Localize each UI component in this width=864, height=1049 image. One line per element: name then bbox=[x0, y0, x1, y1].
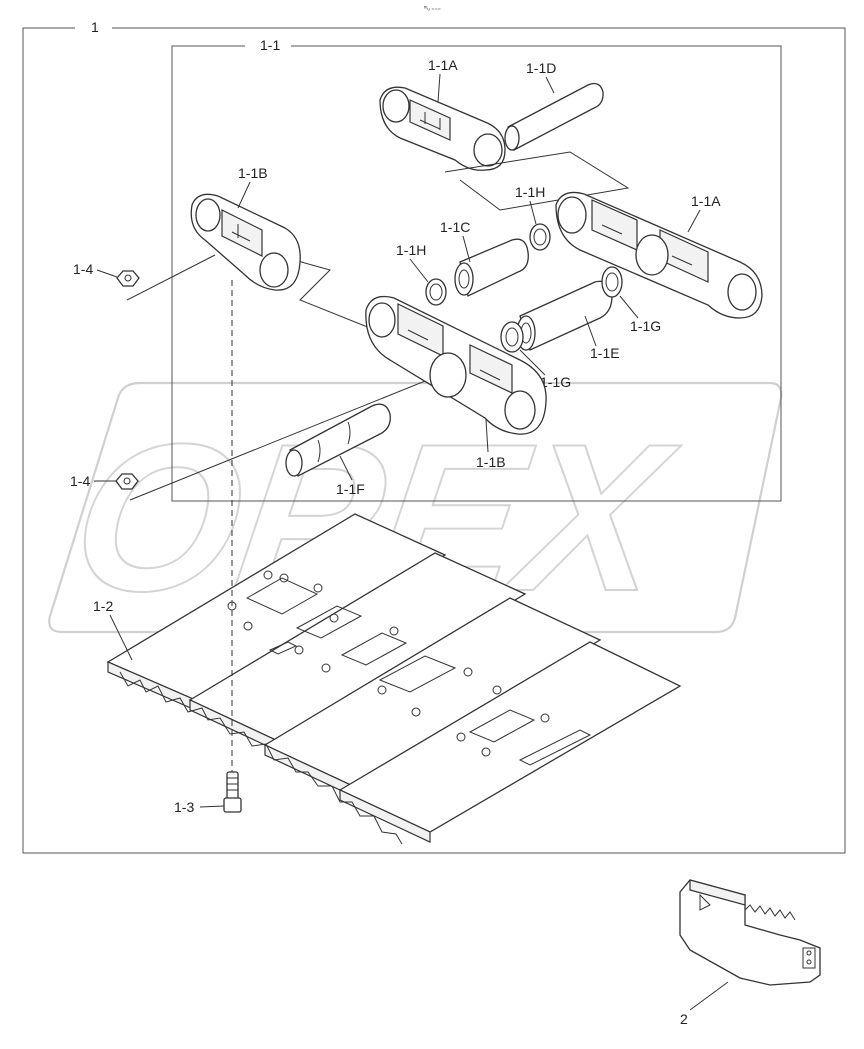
nut-1-4-bottom bbox=[115, 473, 139, 490]
leader-1-1D bbox=[545, 76, 555, 94]
seal-1-1G-right bbox=[601, 266, 623, 298]
label-1: 1 bbox=[91, 19, 99, 35]
leader-2 bbox=[689, 981, 729, 1011]
label-1-4-bottom: 1-4 bbox=[70, 473, 90, 489]
label-1-1H-right: 1-1H bbox=[515, 184, 545, 200]
track-guard-2 bbox=[679, 879, 821, 986]
bushing-1-1E bbox=[516, 280, 613, 351]
label-1-1F: 1-1F bbox=[336, 481, 365, 497]
label-1-1C: 1-1C bbox=[440, 219, 470, 235]
bushing-1-1C bbox=[454, 238, 529, 297]
leader-1-1B-left bbox=[237, 181, 251, 209]
pin-1-1F bbox=[285, 403, 391, 477]
link-1-1A-top bbox=[379, 86, 506, 171]
pin-1-1D bbox=[504, 82, 604, 151]
bolt-1-3 bbox=[223, 771, 242, 813]
leader-1-2 bbox=[109, 614, 133, 661]
assembly-frame-1-1 bbox=[171, 45, 782, 502]
label-1-1E: 1-1E bbox=[590, 345, 620, 361]
leader-1-3 bbox=[199, 805, 225, 808]
label-1-1D: 1-1D bbox=[526, 60, 556, 76]
nut-top-assembly-line bbox=[126, 254, 216, 301]
nut-1-4-top bbox=[116, 270, 140, 287]
label-1-1G-right: 1-1G bbox=[630, 318, 661, 334]
label-1-1A-top: 1-1A bbox=[428, 57, 458, 73]
link-1-1A-right bbox=[555, 191, 763, 319]
leader-1-1H-left bbox=[409, 258, 429, 283]
label-1-1: 1-1 bbox=[260, 37, 280, 53]
leader-1-1C bbox=[462, 235, 471, 263]
nut-bottom-assembly-line bbox=[129, 374, 441, 501]
link-1-1B-bottom bbox=[365, 295, 547, 435]
label-1-1B-bottom: 1-1B bbox=[476, 454, 506, 470]
label-1-3: 1-3 bbox=[174, 799, 194, 815]
leader-1-1B-bottom bbox=[485, 419, 489, 453]
leader-1-1A-top bbox=[437, 73, 441, 103]
leader-1-1G-mid bbox=[519, 349, 546, 376]
assembly-frame-1 bbox=[22, 27, 846, 854]
seal-1-1G-mid bbox=[500, 321, 524, 353]
leader-1-1E bbox=[584, 315, 597, 347]
label-1-1G-mid: 1-1G bbox=[540, 374, 571, 390]
label-1-1A-right: 1-1A bbox=[691, 193, 721, 209]
label-2: 2 bbox=[680, 1011, 688, 1027]
leader-1-1F bbox=[339, 455, 353, 481]
label-1-1B-left: 1-1B bbox=[238, 165, 268, 181]
leader-1-4-top bbox=[96, 269, 118, 278]
leader-1-1G-right bbox=[619, 295, 639, 319]
label-1-2: 1-2 bbox=[93, 598, 113, 614]
leader-1-1H-right bbox=[529, 200, 537, 225]
leader-1-1A-right bbox=[687, 209, 701, 233]
link-1-1B-left bbox=[190, 193, 301, 291]
label-1-4-top: 1-4 bbox=[73, 261, 93, 277]
track-shoe-plates bbox=[106, 513, 682, 845]
seal-1-1H-right bbox=[529, 223, 551, 251]
assembly-line-top bbox=[444, 151, 630, 211]
seal-1-1H-left bbox=[425, 278, 447, 306]
header-mark: ᵐᵤ ₌₌₌ bbox=[424, 6, 441, 12]
label-1-1H-left: 1-1H bbox=[396, 242, 426, 258]
